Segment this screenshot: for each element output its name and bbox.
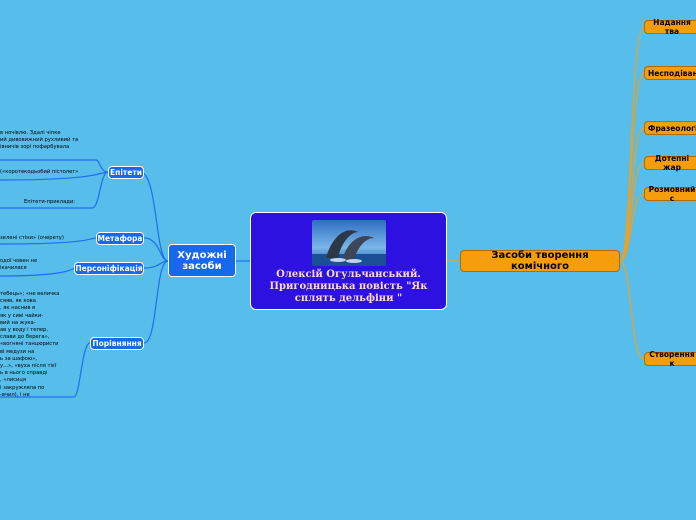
branch-right-1[interactable]: Надання тва [644, 18, 696, 36]
epithets-item: («коротекодьобий пістолет» [0, 169, 79, 175]
central-topic[interactable]: Олексій Огульчанський. Пригодницька пові… [250, 212, 447, 310]
right-main-topic[interactable]: Засоби творення комічного [460, 250, 620, 272]
link-left-trunk [139, 171, 169, 262]
branch-right-4[interactable]: Дотепні жар [644, 154, 696, 172]
branch-comparison[interactable]: Порівняння [90, 337, 144, 350]
left-main-topic[interactable]: Художні засоби [168, 244, 236, 277]
branch-personification[interactable]: Персоніфікація [74, 262, 144, 275]
link-epithets-sub [0, 159, 109, 173]
branch-right-6[interactable]: Створення к [644, 350, 696, 368]
branch-metaphor[interactable]: Метафора [96, 232, 144, 245]
branch-right-2[interactable]: Несподівані [644, 66, 696, 80]
branch-right-5[interactable]: Розмовний с [644, 185, 696, 203]
central-title: Олексій Огульчанський. Пригодницька пові… [269, 269, 428, 304]
epithets-text: в ночівлю. Здалі чіпке ий дивовижний рух… [0, 130, 79, 151]
branch-right-3[interactable]: Фразеологіз [644, 121, 696, 135]
dolphin-image [311, 220, 386, 266]
comparison-text: тебець»; «не величка сяяв, як кова , як … [0, 291, 60, 398]
metaphor-item: зелені стіни» (очерету) [0, 235, 64, 241]
personification-text: одої човен не ікачилася [0, 258, 38, 272]
epithets-examples: Епітети-приклади: [24, 199, 75, 205]
branch-epithets[interactable]: Епітети [108, 166, 144, 179]
